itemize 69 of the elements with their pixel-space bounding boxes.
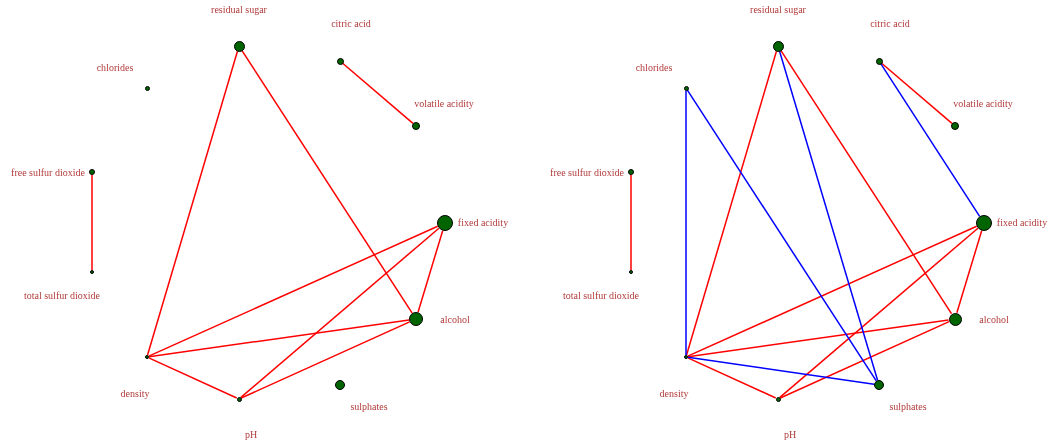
edge-line — [240, 321, 411, 399]
edge-line — [146, 50, 239, 356]
edge-line — [686, 89, 878, 382]
node-circle — [683, 85, 689, 91]
edge-line — [148, 357, 238, 399]
node-circle — [236, 396, 242, 402]
node-label: chlorides — [96, 63, 134, 73]
node-label: free sulfur dioxide — [550, 168, 624, 178]
edge-line — [687, 319, 950, 358]
node-label: sulphates — [350, 402, 388, 412]
edge-line — [341, 62, 414, 125]
node-label: residual sugar — [750, 5, 806, 15]
node-label: density — [659, 389, 689, 399]
node-label: fixed acidity — [996, 218, 1048, 228]
edge-line — [630, 174, 632, 271]
node-circle — [409, 312, 423, 326]
node-label: citric acid — [870, 19, 910, 29]
node-label: citric acid — [331, 19, 371, 29]
node-circle — [629, 270, 633, 274]
node-label: residual sugar — [211, 5, 267, 15]
edge-line — [687, 357, 777, 399]
node-circle — [89, 169, 95, 175]
node-label: pH — [244, 430, 258, 440]
node-label: alcohol — [979, 315, 1009, 325]
node-circle — [775, 396, 781, 402]
node-label: pH — [783, 430, 797, 440]
edge-line — [880, 62, 953, 125]
edge-line — [778, 50, 879, 381]
edge-line — [148, 319, 410, 358]
edge-line — [240, 227, 440, 399]
edge-line — [687, 356, 875, 386]
edge-line — [779, 320, 950, 399]
node-circle — [772, 40, 784, 52]
node-circle — [437, 215, 453, 231]
edge-line — [685, 89, 687, 356]
edge-line — [779, 227, 979, 399]
node-circle — [145, 355, 149, 359]
node-label: free sulfur dioxide — [11, 168, 85, 178]
edge-line — [91, 174, 93, 271]
edge-line — [241, 49, 413, 314]
node-circle — [336, 57, 344, 65]
node-label: volatile acidity — [953, 99, 1013, 109]
edge-line — [417, 229, 444, 314]
edge-line — [685, 50, 778, 356]
node-circle — [90, 270, 94, 274]
node-circle — [412, 122, 420, 130]
node-label: fixed acidity — [457, 218, 509, 228]
node-label: density — [120, 389, 150, 399]
edge-line — [780, 49, 953, 315]
node-label: chlorides — [635, 63, 673, 73]
node-label: sulphates — [889, 402, 927, 412]
node-circle — [948, 312, 962, 326]
edge-line — [956, 229, 983, 314]
node-label: alcohol — [440, 315, 470, 325]
edge-line — [148, 225, 439, 357]
node-circle — [951, 122, 959, 130]
node-circle — [233, 40, 245, 52]
node-circle — [874, 380, 884, 390]
node-label: volatile acidity — [414, 99, 474, 109]
node-circle — [335, 380, 345, 390]
edge-line — [687, 225, 978, 357]
node-circle — [875, 57, 883, 65]
node-label: total sulfur dioxide — [23, 291, 101, 301]
node-circle — [976, 215, 992, 231]
node-circle — [144, 85, 150, 91]
node-circle — [628, 169, 634, 175]
node-circle — [684, 355, 688, 359]
node-label: total sulfur dioxide — [562, 291, 640, 301]
edge-line — [880, 63, 981, 218]
